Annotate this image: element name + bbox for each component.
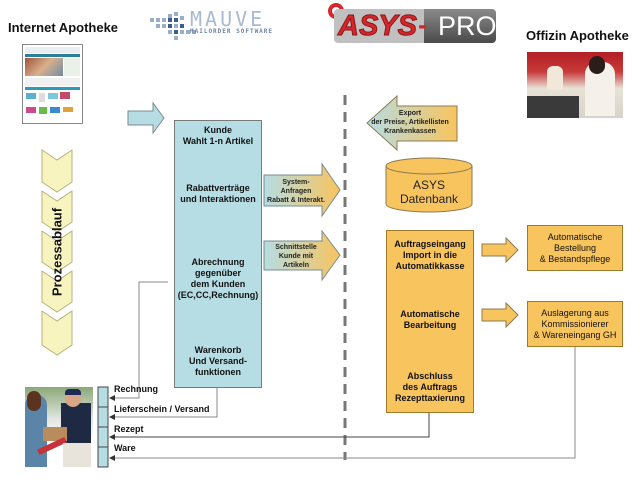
schnittstelle-arrow	[263, 229, 341, 282]
step-abrechnung: Abrechnung gegenüber dem Kunden (EC,CC,R…	[177, 257, 259, 300]
label-rezept: Rezept	[114, 424, 144, 434]
delivery-list-bar	[97, 386, 109, 468]
process-flow-label: Prozessablauf	[49, 207, 65, 297]
offizin-apotheke-title: Offizin Apotheke	[526, 28, 629, 43]
customer-process-box: Kunde Wahlt 1-n Artikel Rabattverträge u…	[174, 120, 262, 388]
chevron-4-icon	[41, 270, 73, 313]
chevron-5-icon	[41, 310, 73, 356]
delivery-photo	[25, 387, 93, 467]
step-rabattvertraege: Rabattverträge und Interaktionen	[180, 183, 256, 204]
step-auftragseingang: Auftragseingang Import in die Automatikk…	[394, 239, 466, 271]
chevron-3-icon	[41, 230, 73, 273]
bestellung-arrow	[481, 236, 519, 264]
website-screenshot-image	[22, 44, 83, 124]
schnittstelle-text: Schnittstelle Kunde mit Artikeln	[275, 244, 317, 269]
mauve-logo: MAUVE MAILORDER SOFTWARE	[148, 7, 293, 44]
offizin-pharmacy-photo	[527, 52, 623, 118]
system-anfragen-text: System- Anfragen Rabatt & Interakt.	[267, 179, 325, 204]
asys-database-icon	[385, 157, 473, 213]
ware-connector	[109, 347, 576, 461]
asys-database-label: ASYS Datenbank	[399, 178, 459, 206]
asys-logo-text: ASYS	[338, 10, 418, 43]
step-kunde-waehlt: Kunde Wahlt 1-n Artikel	[182, 125, 254, 146]
step-automatische-bearbeitung: Automatische Bearbeitung	[400, 309, 460, 330]
mauve-logo-subtitle: MAILORDER SOFTWARE	[190, 28, 274, 35]
rezept-connector	[109, 413, 430, 440]
asys-logo-pro: PRO	[438, 11, 497, 41]
system-anfragen-arrow	[263, 162, 341, 218]
input-arrow-icon	[127, 101, 165, 135]
label-rechnung: Rechnung	[114, 384, 158, 394]
asys-process-box: Auftragseingang Import in die Automatikk…	[386, 230, 474, 413]
step-abschluss: Abschluss des Auftrags Rezepttaxierung	[394, 371, 465, 403]
mauve-logo-text: MAUVE	[190, 7, 266, 31]
asys-logo-dash: -	[418, 9, 428, 40]
export-text: Export der Preise, Artikellisten Kranken…	[371, 110, 449, 135]
lieferschein-connector	[109, 387, 218, 420]
label-ware: Ware	[114, 443, 136, 453]
chevron-2-icon	[41, 190, 73, 233]
rechnung-connector	[109, 281, 168, 401]
step-warenkorb: Warenkorb Und Versand- funktionen	[188, 345, 247, 377]
auslagerung-arrow	[481, 301, 519, 329]
mauve-logo-pixels	[150, 12, 196, 40]
auslagerung-box: Auslagerung aus Kommissionierer & Warene…	[527, 301, 623, 347]
label-lieferschein: Lieferschein / Versand	[114, 404, 210, 414]
asys-pro-logo: ASYS - PRO	[328, 3, 500, 45]
chevron-1-icon	[41, 149, 73, 193]
internet-apotheke-title: Internet Apotheke	[8, 20, 119, 35]
export-arrow	[366, 94, 458, 152]
bestellung-box: Automatische Bestellung & Bestandspflege	[527, 225, 623, 271]
process-chevrons	[41, 149, 73, 356]
